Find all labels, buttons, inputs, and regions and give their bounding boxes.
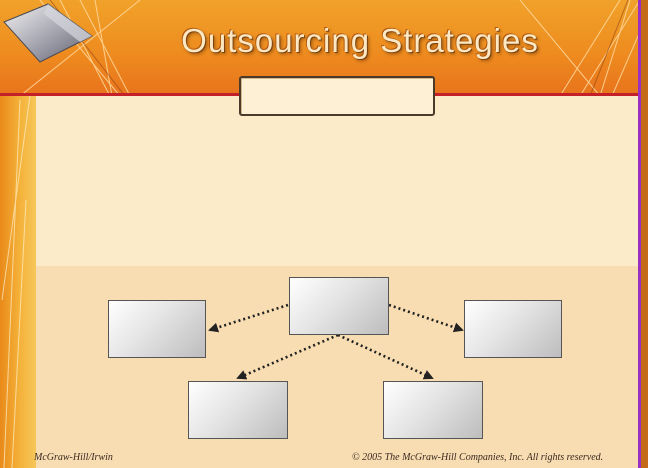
side-streaks [1,95,31,468]
footer-copyright: © 2005 The McGraw-Hill Companies, Inc. A… [352,452,604,463]
diagram-node-right [464,300,562,358]
slide-title: Outsourcing Strategies [181,22,539,59]
upper-content-panel [36,96,638,266]
diagram-node-bottom-left [188,381,288,439]
connector-top-to-bottom-left [236,333,339,380]
right-edge-bar [641,0,648,468]
heading-label-box [239,76,435,116]
connector-top-to-right [388,303,464,333]
connector-top-to-bottom-right [337,333,434,380]
diagram-node-bottom-right [383,381,483,439]
glass-shard-icon [3,3,93,63]
decorative-streaks [19,0,646,96]
right-accent-bar [638,0,641,468]
diagram-node-top [289,277,389,335]
diagram-node-left [108,300,206,358]
left-side-strip [0,96,36,468]
footer-publisher: McGraw-Hill/Irwin [34,452,113,463]
connector-top-to-left [208,303,289,333]
